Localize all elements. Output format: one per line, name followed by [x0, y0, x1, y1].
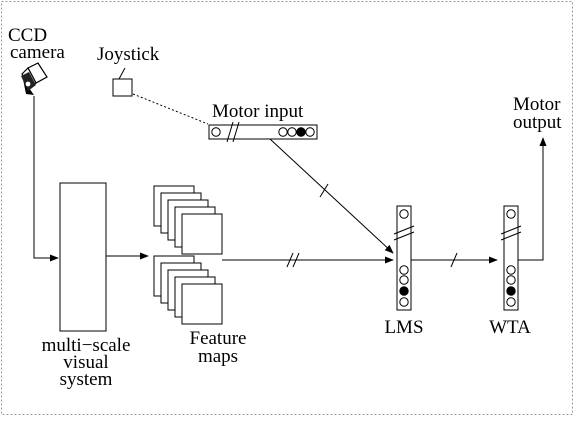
lms-to-wta-break-mark — [450, 252, 458, 268]
feature-to-lms-break-mark — [286, 252, 300, 268]
feature-map-stack-top — [153, 185, 223, 255]
motor-input-vector — [208, 124, 318, 140]
visual-label-line1: multi−scale — [42, 335, 131, 356]
motor-input-label: Motor input — [212, 101, 304, 122]
wta-to-motor-output-arrow — [518, 137, 547, 261]
wta-vector — [503, 205, 519, 311]
figure-frame — [1, 1, 573, 415]
visual-label-line3: system — [60, 369, 113, 390]
joystick-leader-line — [118, 67, 126, 80]
motor-input-break-mark — [226, 121, 240, 143]
ccd-camera-icon — [21, 62, 48, 95]
visual-label-line2: visual — [63, 352, 108, 373]
ccd-to-visual-arrow — [33, 96, 59, 262]
lms-vector — [396, 205, 412, 311]
wta-break-mark — [500, 225, 522, 241]
lms-label: LMS — [384, 317, 423, 338]
motor-input-to-lms-break-mark — [319, 183, 329, 198]
visual-system-box — [59, 182, 107, 332]
feature-label-line2: maps — [198, 346, 238, 367]
motor-output-label-line2: output — [513, 112, 562, 133]
joystick-box — [112, 78, 133, 97]
wta-label: WTA — [489, 317, 531, 338]
ccd-label-line1: CCD — [8, 25, 47, 46]
motor-input-to-lms-arrow — [269, 138, 394, 254]
joystick-dotted-link — [132, 93, 209, 125]
feature-label-line1: Feature — [190, 328, 247, 349]
ccd-label-line2: camera — [10, 42, 65, 63]
joystick-label: Joystick — [97, 44, 160, 65]
motor-output-label-line1: Motor — [513, 94, 561, 115]
lms-break-mark — [393, 225, 415, 241]
feature-map-stack-bottom — [153, 255, 223, 325]
